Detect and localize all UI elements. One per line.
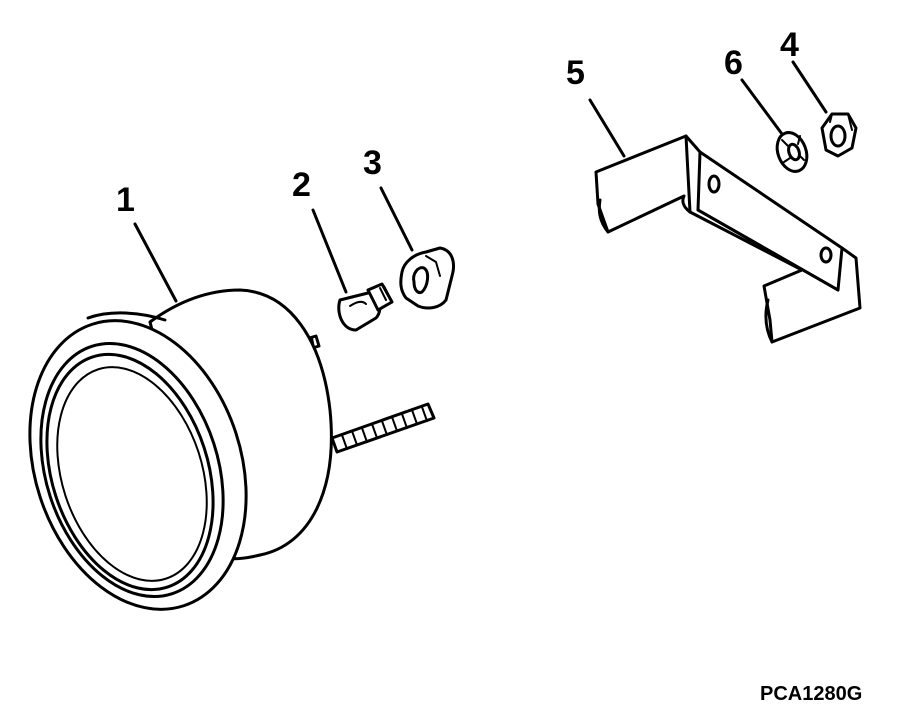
gauge-bezel-inner (39, 342, 225, 598)
socket-part-3 (399, 246, 455, 310)
callout-6: 6 (724, 44, 743, 82)
callout-1: 1 (116, 181, 135, 219)
drawing-code: PCA1280G (760, 683, 862, 705)
nut-part-4 (820, 112, 858, 158)
bulb-part-2 (337, 282, 394, 332)
bracket-hole-lower (819, 246, 833, 264)
bracket-hole-upper (707, 174, 721, 194)
callout-2: 2 (292, 166, 311, 204)
callout-3: 3 (363, 144, 382, 182)
gauge-bezel-outer (28, 319, 248, 611)
gauge-lens (45, 352, 215, 592)
callout-5: 5 (566, 54, 585, 92)
bracket-part-5 (594, 134, 862, 344)
callout-4: 4 (780, 26, 799, 64)
gauge-face (56, 366, 208, 582)
leader-lines (133, 60, 828, 303)
washer-part-6 (775, 131, 809, 173)
gauge-part-1 (28, 288, 436, 611)
gauge-stud-long (330, 402, 436, 454)
